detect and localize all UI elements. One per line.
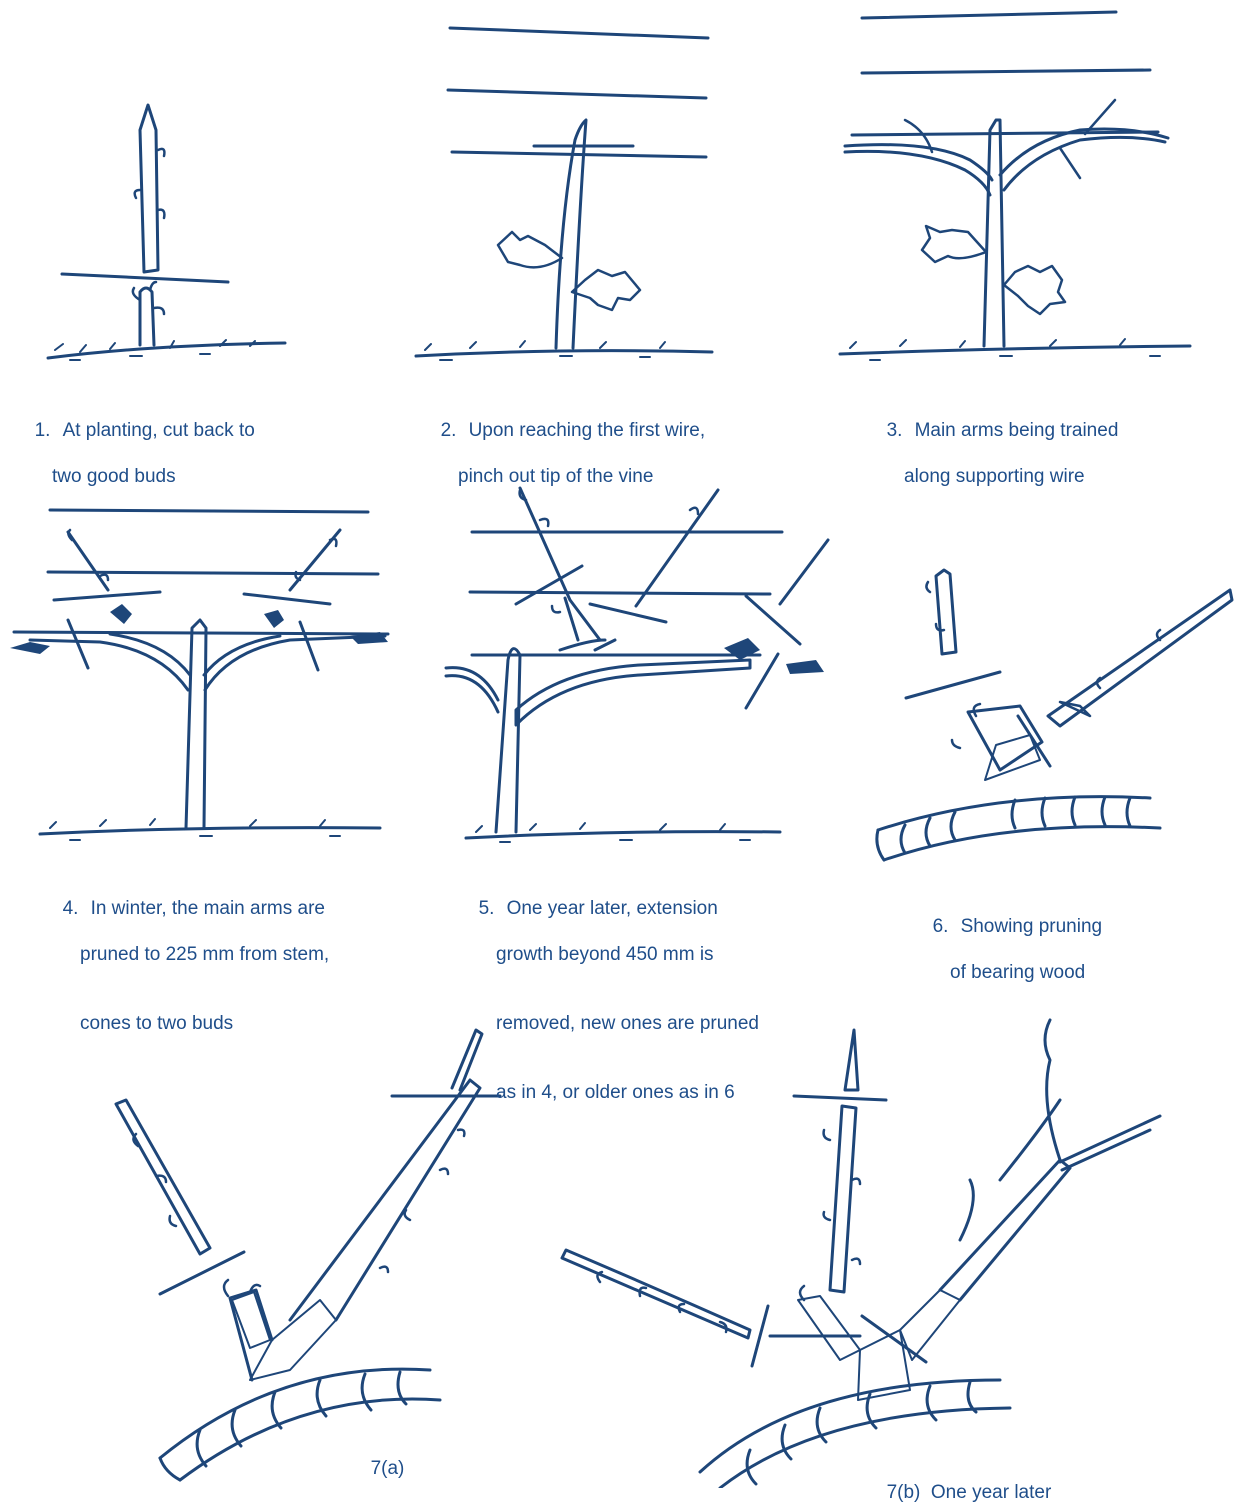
caption-number: 4.: [63, 897, 91, 920]
caption-line: pinch out tip of the vine: [430, 465, 705, 488]
caption-number: 3.: [887, 419, 915, 442]
caption-line: At planting, cut back to: [63, 420, 255, 441]
figure-1-drawing: [48, 105, 285, 360]
caption-line: Showing pruning: [961, 916, 1103, 937]
caption-figure-7b: 7(b) One year later: [876, 1458, 1051, 1504]
caption-line: along supporting wire: [876, 465, 1118, 488]
caption-line: 7(a): [371, 1458, 405, 1479]
caption-figure-4: 4.In winter, the main arms are pruned to…: [52, 874, 329, 1058]
caption-figure-5: 5.One year later, extension growth beyon…: [468, 874, 759, 1127]
caption-line: removed, new ones are pruned: [468, 1012, 759, 1035]
caption-line: pruned to 225 mm from stem,: [52, 943, 329, 966]
caption-line: cones to two buds: [52, 1012, 329, 1035]
caption-figure-6: 6.Showing pruning of bearing wood: [922, 892, 1102, 1007]
figure-2-drawing: [416, 28, 712, 360]
caption-line: growth beyond 450 mm is: [468, 943, 759, 966]
caption-number: 5.: [479, 897, 507, 920]
caption-figure-7a: 7(a): [360, 1434, 404, 1480]
caption-figure-1: 1.At planting, cut back to two good buds: [24, 396, 255, 511]
figure-3-drawing: [840, 12, 1190, 360]
caption-line: 7(b) One year later: [887, 1482, 1052, 1503]
caption-line: Main arms being trained: [915, 420, 1119, 441]
caption-number: 6.: [933, 915, 961, 938]
caption-number: 1.: [35, 419, 63, 442]
caption-figure-3: 3.Main arms being trained along supporti…: [876, 396, 1118, 511]
caption-number: 2.: [441, 419, 469, 442]
caption-line: of bearing wood: [922, 961, 1102, 984]
figure-7a-drawing: [116, 1030, 500, 1480]
caption-line: as in 4, or older ones as in 6: [468, 1081, 759, 1104]
figure-4-drawing: [10, 510, 388, 840]
figure-5-drawing: [446, 488, 828, 842]
caption-figure-2: 2.Upon reaching the first wire, pinch ou…: [430, 396, 705, 511]
caption-line: One year later, extension: [507, 898, 718, 919]
figure-6-drawing: [877, 570, 1232, 860]
caption-line: In winter, the main arms are: [91, 898, 325, 919]
caption-line: Upon reaching the first wire,: [469, 420, 706, 441]
caption-line: two good buds: [24, 465, 255, 488]
